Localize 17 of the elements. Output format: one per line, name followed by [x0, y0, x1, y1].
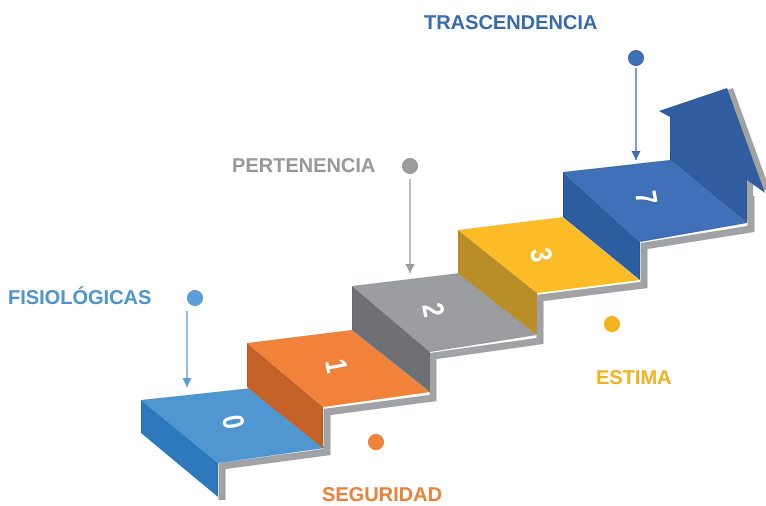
- step-number: 3: [522, 244, 558, 266]
- stair-step: [352, 273, 537, 392]
- stair-step: [247, 330, 430, 448]
- step-number: 7: [627, 187, 663, 210]
- category-label: FISIOLÓGICAS: [8, 285, 152, 311]
- category-label: SEGURIDAD: [322, 483, 442, 506]
- category-label: ESTIMA: [596, 366, 672, 391]
- step-number: 1: [317, 355, 353, 378]
- leader-arrow: [631, 68, 641, 160]
- stair-step: [563, 160, 747, 280]
- step-number: 2: [414, 299, 450, 322]
- category-label: PERTENENCIA: [232, 154, 376, 179]
- stair-step: [458, 217, 640, 335]
- step-number: 0: [214, 411, 250, 434]
- category-label: TRASCENDENCIA: [424, 11, 598, 36]
- leader-arrow: [182, 311, 192, 387]
- leader-arrow: [405, 179, 415, 273]
